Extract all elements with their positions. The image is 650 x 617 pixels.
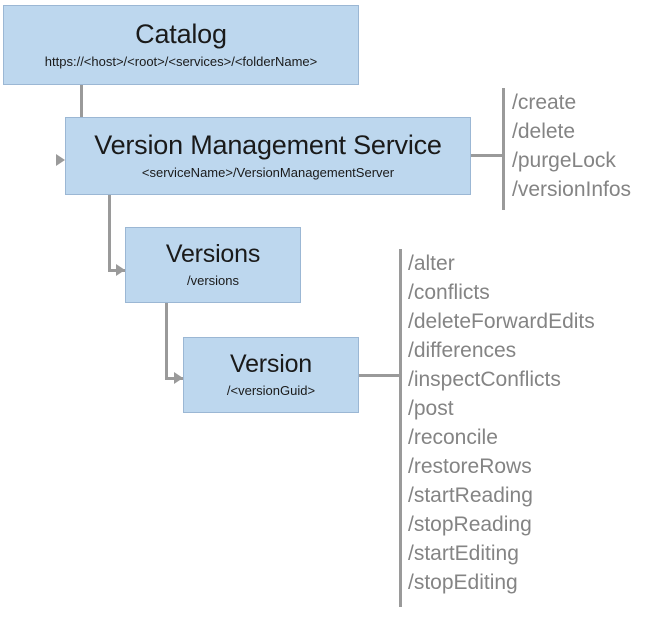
operation-version-5: /post [408, 397, 454, 420]
connector-version-to-operations-horizontal [359, 374, 401, 377]
node-version-subtitle: /<versionGuid> [226, 382, 316, 398]
node-version-management-service: Version Management Service <serviceName>… [65, 117, 471, 195]
operation-version-8: /startReading [408, 484, 533, 507]
operations-list-version-management-service: /create/delete/purgeLock/versionInfos [512, 88, 631, 204]
arrow-right-icon-versions-to-version [174, 372, 183, 384]
operation-version-1: /conflicts [408, 281, 490, 304]
operation-version-2: /deleteForwardEdits [408, 310, 595, 333]
node-versions-subtitle: /versions [186, 272, 240, 288]
node-versions-title: Versions [165, 240, 261, 269]
connector-vms-operations-spine [502, 88, 505, 210]
operation-version-0: /alter [408, 252, 455, 275]
node-version-title: Version [230, 350, 312, 379]
node-versions: Versions /versions [125, 227, 301, 303]
operation-version-11: /stopEditing [408, 571, 518, 594]
connector-vms-to-versions-vertical [108, 195, 111, 271]
node-version-management-service-title: Version Management Service [94, 130, 442, 161]
operation-version-7: /restoreRows [408, 455, 532, 478]
operation-vms-0: /create [512, 91, 577, 114]
connector-versions-to-version-vertical [165, 303, 168, 379]
operation-vms-2: /purgeLock [512, 149, 616, 172]
operations-list-version: /alter/conflicts/deleteForwardEdits/diff… [408, 249, 595, 597]
connector-version-operations-spine [399, 249, 402, 607]
operation-version-10: /startEditing [408, 542, 519, 565]
node-version-management-service-subtitle: <serviceName>/VersionManagementServer [141, 165, 395, 181]
connector-vms-to-operations-horizontal [471, 154, 504, 157]
arrow-right-icon-vms-to-versions [116, 264, 125, 276]
operation-vms-3: /versionInfos [512, 178, 632, 201]
node-version: Version /<versionGuid> [183, 337, 359, 413]
operation-version-6: /reconcile [408, 426, 498, 449]
operation-version-4: /inspectConflicts [408, 368, 561, 391]
operation-version-9: /stopReading [408, 513, 532, 536]
node-catalog: Catalog https://<host>/<root>/<services>… [3, 5, 359, 85]
arrow-right-icon-catalog-to-vms [56, 154, 65, 166]
node-catalog-title: Catalog [135, 19, 227, 50]
operation-vms-1: /delete [512, 120, 576, 143]
node-catalog-subtitle: https://<host>/<root>/<services>/<folder… [44, 54, 318, 70]
operation-version-3: /differences [408, 339, 517, 362]
